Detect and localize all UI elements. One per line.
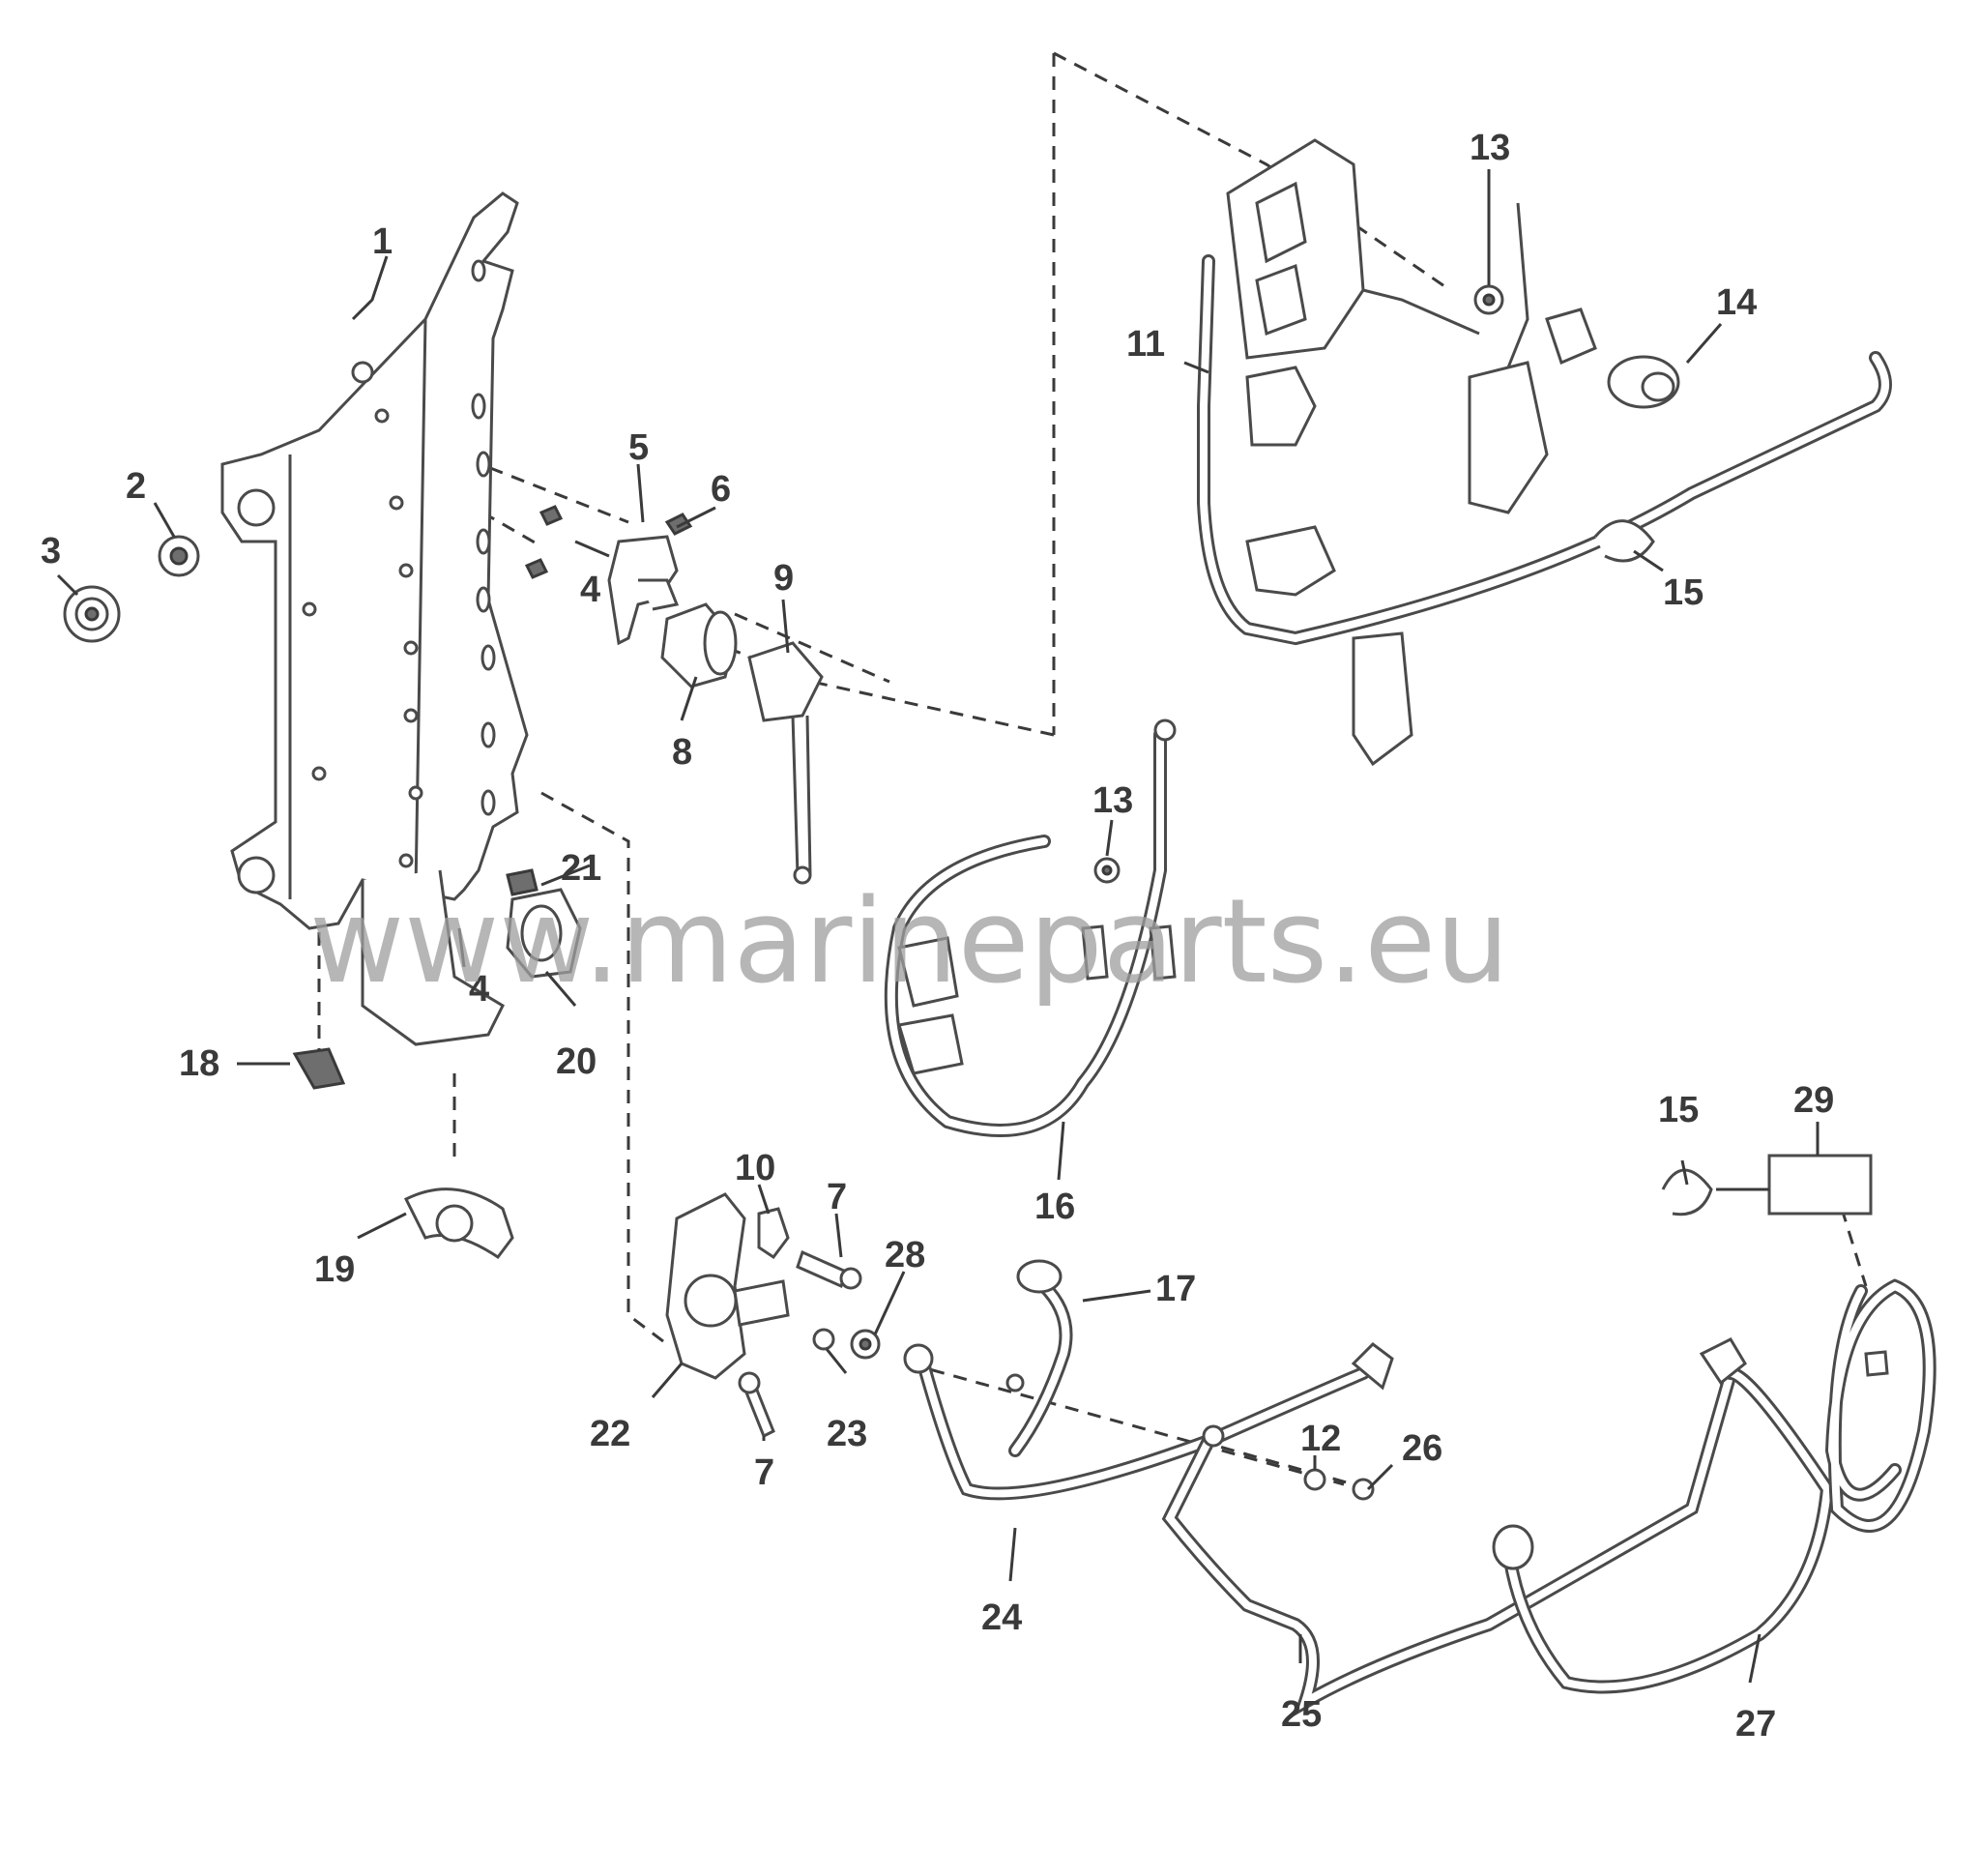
callout-29: 29 xyxy=(1793,1080,1834,1121)
nut-upper xyxy=(1473,284,1504,315)
cable-tie-lower xyxy=(1661,1168,1713,1216)
callout-22: 22 xyxy=(590,1414,630,1454)
callout-16: 16 xyxy=(1034,1187,1075,1227)
hex-nut-26 xyxy=(1352,1478,1375,1501)
fuse-clip xyxy=(506,868,539,896)
positive-cable xyxy=(1492,1337,1835,1694)
assembly-guide-lines xyxy=(317,51,1868,1486)
rubber-cap-upper xyxy=(1607,355,1680,409)
screw-set-upper xyxy=(524,505,564,579)
callout-6: 6 xyxy=(711,469,731,510)
callout-15-upper: 15 xyxy=(1663,572,1703,613)
callout-28: 28 xyxy=(885,1235,925,1275)
callout-4-lower: 4 xyxy=(469,969,489,1010)
main-wiring-harness xyxy=(1197,138,1892,767)
callout-3: 3 xyxy=(41,531,61,572)
callout-1: 1 xyxy=(372,221,393,262)
nut-lower xyxy=(1093,857,1121,884)
callout-labels: 1 2 3 4 4 5 6 7 7 8 9 10 11 12 13 13 14 … xyxy=(41,128,1834,1744)
callout-25: 25 xyxy=(1281,1694,1322,1735)
terminal-clip xyxy=(757,1207,790,1260)
callout-4-upper: 4 xyxy=(580,570,600,610)
callout-12: 12 xyxy=(1300,1419,1341,1459)
bolt-upper xyxy=(796,1249,862,1290)
sub-wiring-harness xyxy=(884,718,1177,1137)
callout-10: 10 xyxy=(735,1148,775,1188)
mounting-bracket-plate xyxy=(220,191,529,1046)
lock-washer xyxy=(812,1328,835,1351)
hex-nut-12 xyxy=(1303,1468,1326,1491)
grommet-washer xyxy=(158,535,200,577)
callout-13-upper: 13 xyxy=(1470,128,1510,168)
callout-5: 5 xyxy=(628,427,649,468)
small-screw xyxy=(664,513,693,536)
callout-18: 18 xyxy=(179,1043,219,1084)
watermark: www.marineparts.eu xyxy=(309,875,1509,1010)
callout-15-lower: 15 xyxy=(1658,1090,1699,1130)
callout-8: 8 xyxy=(672,732,692,773)
callout-2: 2 xyxy=(126,466,146,507)
coiled-cable xyxy=(1824,1278,1936,1533)
battery-cable-long xyxy=(903,1342,1394,1501)
battery-cable-short xyxy=(1005,1259,1073,1457)
ground-cable xyxy=(1161,1366,1737,1717)
clip-small xyxy=(292,1047,346,1090)
callout-24: 24 xyxy=(981,1598,1022,1638)
callout-9: 9 xyxy=(773,558,794,599)
fuse-holder xyxy=(506,888,582,979)
callout-17: 17 xyxy=(1155,1269,1196,1309)
callout-19: 19 xyxy=(314,1249,355,1290)
rubber-grommet xyxy=(63,585,121,643)
callout-11: 11 xyxy=(1126,324,1165,365)
rubber-boot xyxy=(660,602,738,689)
relay-clip xyxy=(607,535,680,646)
starter-relay xyxy=(747,641,824,885)
flat-washer xyxy=(850,1329,881,1360)
callout-7-upper: 7 xyxy=(827,1177,847,1217)
cable-tie-upper xyxy=(1593,519,1655,563)
callout-7-lower: 7 xyxy=(754,1452,774,1493)
callout-27: 27 xyxy=(1735,1704,1776,1744)
callout-20: 20 xyxy=(556,1041,597,1082)
callout-26: 26 xyxy=(1402,1428,1442,1469)
ignition-switch xyxy=(665,1192,790,1380)
callout-13-lower: 13 xyxy=(1092,780,1133,821)
leader-lines xyxy=(56,169,1820,1684)
callout-21: 21 xyxy=(561,848,601,889)
callout-14: 14 xyxy=(1716,282,1757,323)
bolt-lower xyxy=(738,1371,775,1439)
hose-clamp xyxy=(403,1187,514,1260)
label-box xyxy=(1767,1154,1873,1216)
callout-23: 23 xyxy=(827,1414,867,1454)
